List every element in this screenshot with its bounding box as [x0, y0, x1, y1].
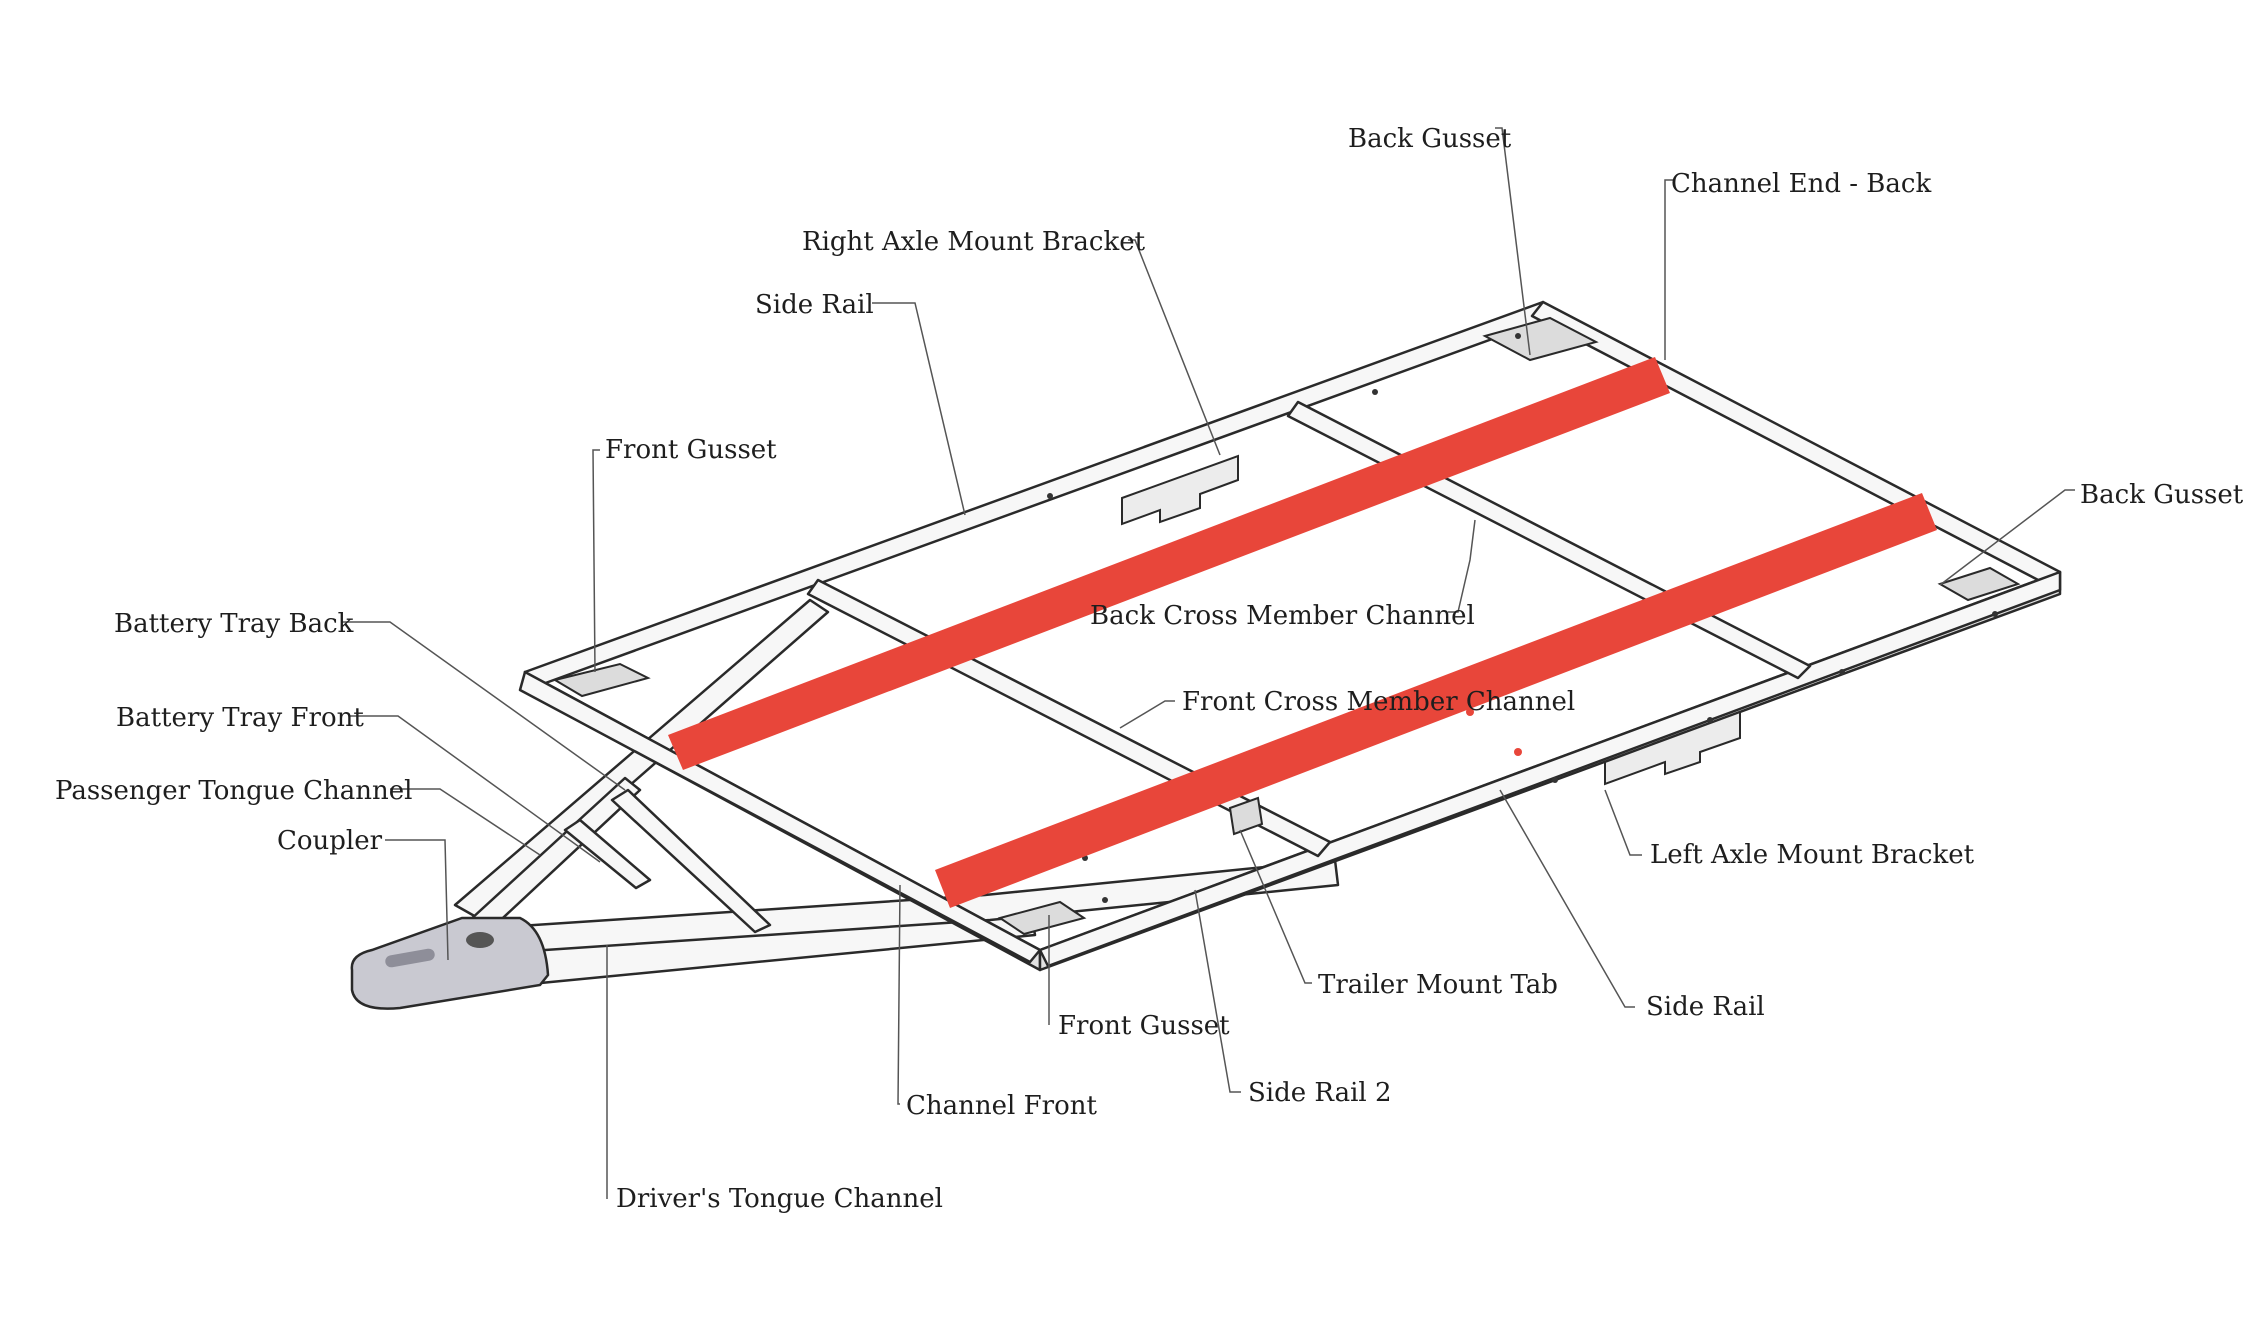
- label-side-rail-top: Side Rail: [755, 290, 874, 320]
- label-battery-tray-back: Battery Tray Back: [114, 609, 354, 639]
- label-back-gusset-right: Back Gusset: [2080, 480, 2244, 510]
- label-front-cross-member-channel: Front Cross Member Channel: [1182, 687, 1575, 717]
- coupler-part: [350, 916, 550, 1010]
- label-coupler: Coupler: [277, 826, 383, 856]
- label-trailer-mount-tab: Trailer Mount Tab: [1318, 970, 1558, 1000]
- coupler-ball-hole: [466, 932, 494, 948]
- labels: Back Gusset Channel End - Back Right Axl…: [55, 124, 2244, 1214]
- label-channel-front: Channel Front: [906, 1091, 1097, 1121]
- back-gusset-right-part: [1937, 566, 2021, 602]
- battery-tray-back-part: [610, 788, 772, 934]
- left-axle-mount-bracket-part: [1604, 710, 1741, 786]
- leader-lines: [342, 127, 2075, 1199]
- label-channel-end-back: Channel End - Back: [1671, 169, 1931, 199]
- highlight-bar-front: [935, 493, 1937, 908]
- coupler-slot: [385, 948, 435, 968]
- label-side-rail-2: Side Rail 2: [1248, 1078, 1392, 1108]
- right-axle-mount-bracket-part: [1121, 454, 1239, 526]
- label-front-gusset-top: Front Gusset: [605, 435, 777, 465]
- label-left-axle-mount-bracket: Left Axle Mount Bracket: [1650, 840, 1975, 870]
- back-gusset-top-part: [1482, 316, 1599, 362]
- tongue-assembly: [350, 598, 1340, 1010]
- label-front-gusset-bottom: Front Gusset: [1058, 1011, 1230, 1041]
- label-drivers-tongue-channel: Driver's Tongue Channel: [616, 1184, 943, 1214]
- left-side-rail: [1038, 570, 2062, 968]
- passenger-tongue-channel-part: [453, 598, 830, 920]
- label-battery-tray-front: Battery Tray Front: [116, 703, 364, 733]
- highlight-bars: [668, 357, 1937, 908]
- label-back-cross-member-channel: Back Cross Member Channel: [1090, 601, 1475, 631]
- label-passenger-tongue-channel: Passenger Tongue Channel: [55, 776, 412, 806]
- channel-front: [518, 670, 1042, 964]
- front-gusset-top-part: [552, 662, 651, 698]
- trailer-mount-tab-part: [1228, 796, 1264, 836]
- label-right-axle-mount-bracket: Right Axle Mount Bracket: [802, 227, 1146, 257]
- battery-tray-front-part: [563, 818, 652, 890]
- bolt-holes: [1047, 333, 1998, 903]
- front-gusset-bottom-part: [997, 900, 1087, 936]
- channel-end-back: [1530, 300, 2062, 584]
- label-back-gusset-top: Back Gusset: [1348, 124, 1512, 154]
- label-side-rail-bottom: Side Rail: [1646, 992, 1765, 1022]
- highlight-bar-back: [668, 357, 1670, 770]
